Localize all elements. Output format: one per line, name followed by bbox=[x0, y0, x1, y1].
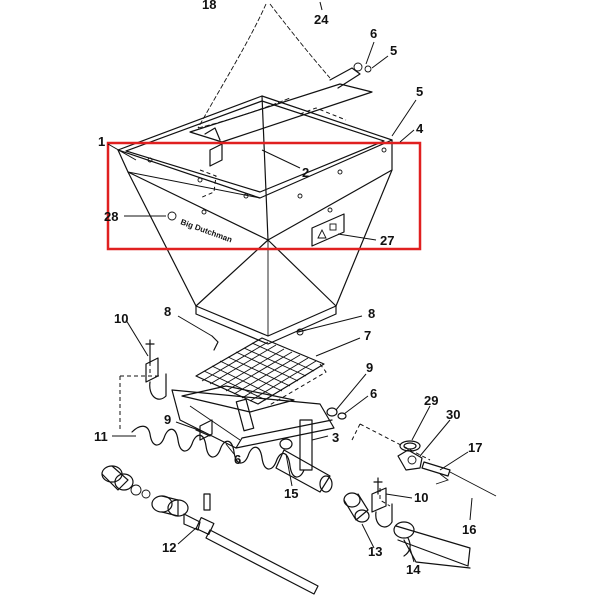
callout-5: 5 bbox=[390, 43, 397, 58]
callout-18: 18 bbox=[202, 0, 216, 12]
callout-5: 5 bbox=[416, 84, 423, 99]
callout-8: 8 bbox=[164, 304, 171, 319]
lifting-frame bbox=[189, 62, 373, 143]
callout-9: 9 bbox=[164, 412, 171, 427]
callout-numbers: 18 24 6 5 5 4 1 2 28 27 10 8 8 7 9 6 9 1… bbox=[94, 0, 482, 577]
callout-11: 11 bbox=[94, 429, 108, 444]
hopper-funnel bbox=[127, 169, 393, 345]
sensor-switch-assembly bbox=[397, 440, 497, 497]
callout-17: 17 bbox=[468, 440, 482, 455]
callout-15: 15 bbox=[284, 486, 298, 501]
callout-12: 12 bbox=[162, 540, 176, 555]
hopper-logo-text: Big Dutchman bbox=[179, 217, 233, 244]
callout-9: 9 bbox=[366, 360, 373, 375]
highlight-box bbox=[106, 141, 422, 251]
callout-30: 30 bbox=[446, 407, 460, 422]
callout-8: 8 bbox=[368, 306, 375, 321]
hopper-logo-decal: Big Dutchman bbox=[167, 211, 233, 244]
drive-shaft bbox=[183, 513, 319, 595]
callout-14: 14 bbox=[406, 562, 421, 577]
callout-24: 24 bbox=[314, 12, 329, 27]
callout-27: 27 bbox=[380, 233, 394, 248]
callout-16: 16 bbox=[462, 522, 476, 537]
callout-28: 28 bbox=[104, 209, 118, 224]
auger-spring bbox=[131, 425, 305, 478]
lifting-chain bbox=[197, 3, 331, 129]
callout-1: 1 bbox=[98, 134, 105, 149]
callout-29: 29 bbox=[424, 393, 438, 408]
grate bbox=[195, 337, 327, 407]
callout-2: 2 bbox=[302, 165, 309, 180]
hopper-upper-section bbox=[117, 95, 393, 241]
callout-7: 7 bbox=[364, 328, 371, 343]
warning-decal bbox=[311, 213, 345, 247]
bushing bbox=[343, 492, 370, 523]
assembly-guide-right bbox=[351, 423, 431, 507]
callout-6: 6 bbox=[370, 26, 377, 41]
leader-lines bbox=[107, 1, 473, 563]
small-hardware bbox=[195, 328, 347, 437]
callout-10: 10 bbox=[114, 311, 128, 326]
callout-10: 10 bbox=[414, 490, 428, 505]
assembly-guide-left bbox=[119, 362, 160, 430]
callout-6: 6 bbox=[234, 452, 241, 467]
callout-4: 4 bbox=[416, 121, 424, 136]
hanger-bracket-left bbox=[145, 339, 167, 400]
hanger-bracket-right bbox=[371, 477, 393, 528]
auger-trough bbox=[171, 385, 335, 493]
callout-13: 13 bbox=[368, 544, 382, 559]
end-bearing-assembly bbox=[101, 465, 211, 517]
callout-3: 3 bbox=[332, 430, 339, 445]
callout-6: 6 bbox=[370, 386, 377, 401]
outlet-tube bbox=[393, 521, 471, 569]
